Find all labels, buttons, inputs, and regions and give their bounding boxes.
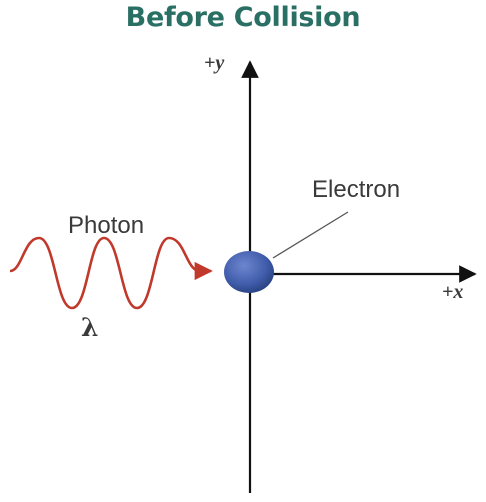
- x-axis-label: +x: [442, 281, 464, 303]
- photon-wave: [9, 236, 213, 310]
- electron-label: Electron: [312, 176, 401, 203]
- y-axis-label: +y: [204, 52, 225, 74]
- photon-label: Photon: [68, 212, 145, 239]
- electron-leader-line: [272, 211, 349, 259]
- wavelength-symbol: λ: [81, 313, 99, 342]
- electron-sphere: [224, 251, 274, 293]
- diagram-title: Before Collision: [125, 2, 361, 33]
